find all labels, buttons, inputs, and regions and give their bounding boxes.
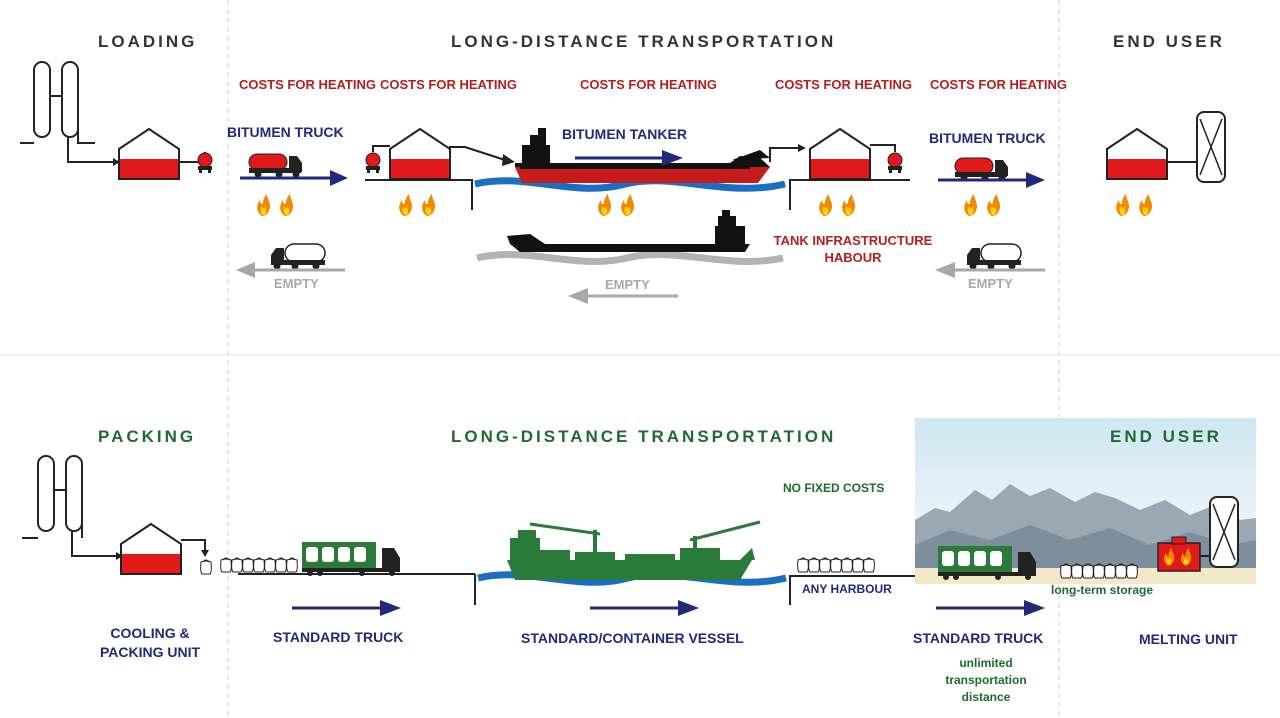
arrow-left — [568, 288, 588, 304]
cooling-packing-unit-label: COOLING & — [110, 625, 190, 641]
flame-icon — [1116, 194, 1129, 216]
refinery-columns-icon — [37, 455, 83, 532]
storage-tank-icon — [1106, 128, 1168, 180]
section-title-loading: LOADING — [98, 32, 198, 51]
flame-icon — [819, 194, 832, 216]
arrow-right — [1024, 600, 1045, 616]
pump-icon — [887, 152, 903, 174]
heat-exchanger-icon — [1209, 496, 1239, 568]
bitumen-truck-label: BITUMEN TRUCK — [929, 130, 1046, 146]
tank-infrastructure-label: HABOUR — [824, 250, 882, 265]
pump-icon — [197, 152, 213, 174]
bitumen-truck-label: BITUMEN TRUCK — [227, 124, 344, 140]
heating-cost-label: COSTS FOR HEATING — [239, 77, 376, 92]
flatbed-truck-icon — [302, 542, 400, 576]
flame-icon — [964, 194, 977, 216]
standard-vessel-label: STANDARD/CONTAINER VESSEL — [521, 630, 744, 646]
flame-icon — [842, 194, 855, 216]
arrow-right — [678, 600, 699, 616]
storage-tank-icon — [809, 128, 871, 180]
flame-icon — [598, 194, 611, 216]
unlimited-distance-label: unlimited — [959, 656, 1013, 670]
any-harbour-label: ANY HARBOUR — [802, 582, 892, 596]
flame-icon — [422, 194, 435, 216]
container-ship-icon — [507, 520, 761, 580]
section-title-transport: LONG-DISTANCE TRANSPORTATION — [451, 32, 837, 51]
unlimited-distance-label: transportation — [945, 673, 1027, 687]
flame-icon — [621, 194, 634, 216]
flame-icon — [987, 194, 1000, 216]
standard-truck-label: STANDARD TRUCK — [913, 630, 1044, 646]
arrow-right — [1026, 172, 1045, 188]
section-title-packing: PACKING — [98, 427, 197, 446]
heating-cost-label: COSTS FOR HEATING — [930, 77, 1067, 92]
bag-row-harbour — [797, 557, 875, 573]
flame-icon — [399, 194, 412, 216]
heat-exchanger-icon — [1196, 111, 1226, 183]
unlimited-distance-label: distance — [961, 690, 1011, 704]
heating-cost-label: COSTS FOR HEATING — [580, 77, 717, 92]
empty-label: EMPTY — [274, 276, 319, 291]
arrow-left — [935, 262, 955, 278]
pipe-refinery — [20, 128, 115, 163]
no-fixed-costs-label: NO FIXED COSTS — [783, 481, 885, 495]
storage-tank-icon — [389, 128, 451, 180]
bitumen-tanker-label: BITUMEN TANKER — [562, 126, 687, 142]
bag-row-storage — [1060, 563, 1138, 579]
empty-label: EMPTY — [605, 277, 650, 292]
section-title-end-user: END USER — [1113, 32, 1225, 51]
tank-infrastructure-label: TANK INFRASTRUCTURE — [773, 233, 933, 248]
bag-row-left — [220, 557, 298, 573]
arrow-right — [330, 170, 348, 186]
refinery-columns-icon — [33, 61, 79, 138]
flame-icon — [1139, 194, 1152, 216]
pump-icon — [365, 152, 381, 174]
standard-truck-label: STANDARD TRUCK — [273, 629, 404, 645]
cooling-packing-unit-label: PACKING UNIT — [99, 644, 201, 660]
section-title-transport: LONG-DISTANCE TRANSPORTATION — [451, 427, 837, 446]
section-title-end-user: END USER — [1110, 427, 1222, 446]
tank-truck-icon — [248, 153, 303, 178]
flame-icon — [257, 194, 270, 216]
arrow-right — [662, 150, 683, 166]
tank-truck-icon — [954, 157, 1009, 182]
storage-tank-icon — [120, 523, 182, 575]
empty-label: EMPTY — [968, 276, 1013, 291]
arrow-left — [236, 262, 255, 278]
storage-tank-icon — [118, 128, 180, 180]
water-wave-empty — [476, 251, 784, 265]
heating-cost-label: COSTS FOR HEATING — [380, 77, 517, 92]
tanker-ship-icon — [515, 128, 770, 183]
flame-icon — [280, 194, 293, 216]
heating-cost-label: COSTS FOR HEATING — [775, 77, 912, 92]
tank-truck-icon — [966, 243, 1022, 271]
bitumen-bag-icon — [200, 559, 212, 575]
arrow-right — [380, 600, 401, 616]
tanker-ship-empty-icon — [507, 210, 750, 252]
melting-unit-label: MELTING UNIT — [1139, 631, 1238, 647]
tank-truck-icon — [270, 243, 326, 271]
melting-unit-icon — [1157, 536, 1201, 572]
long-term-storage-label: long-term storage — [1051, 583, 1154, 597]
